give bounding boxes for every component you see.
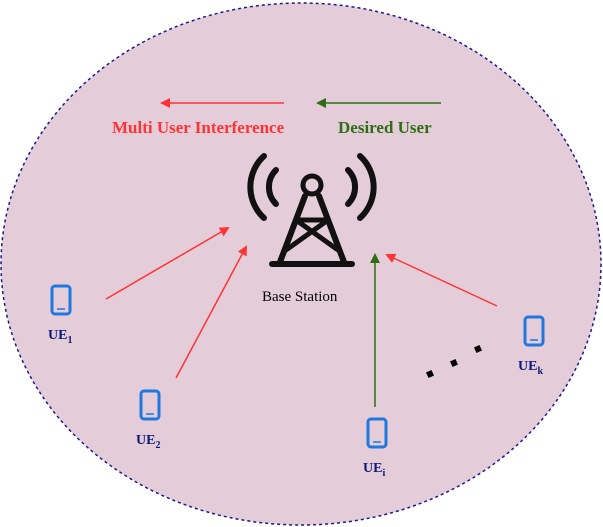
interference-legend-label: Multi User Interference [112, 118, 285, 137]
phone-icon [50, 284, 72, 316]
ue1-label: UE1 [48, 328, 72, 346]
phone-icon [523, 315, 545, 347]
interference-arrow-uek [385, 253, 498, 307]
ue2-label: UE2 [136, 433, 160, 451]
uei-label: UEi [363, 461, 385, 479]
desired-legend-label: Desired User [338, 118, 432, 137]
phone-icon [139, 389, 161, 421]
interference-arrow-ue2 [175, 245, 247, 379]
uek-label: UEk [518, 359, 543, 377]
more-users-ellipsis [426, 345, 482, 378]
base-station-tower-icon [247, 153, 377, 267]
phone-icon [366, 417, 388, 449]
interference-arrow-ue1 [105, 226, 230, 300]
base-station-label: Base Station [262, 289, 338, 305]
